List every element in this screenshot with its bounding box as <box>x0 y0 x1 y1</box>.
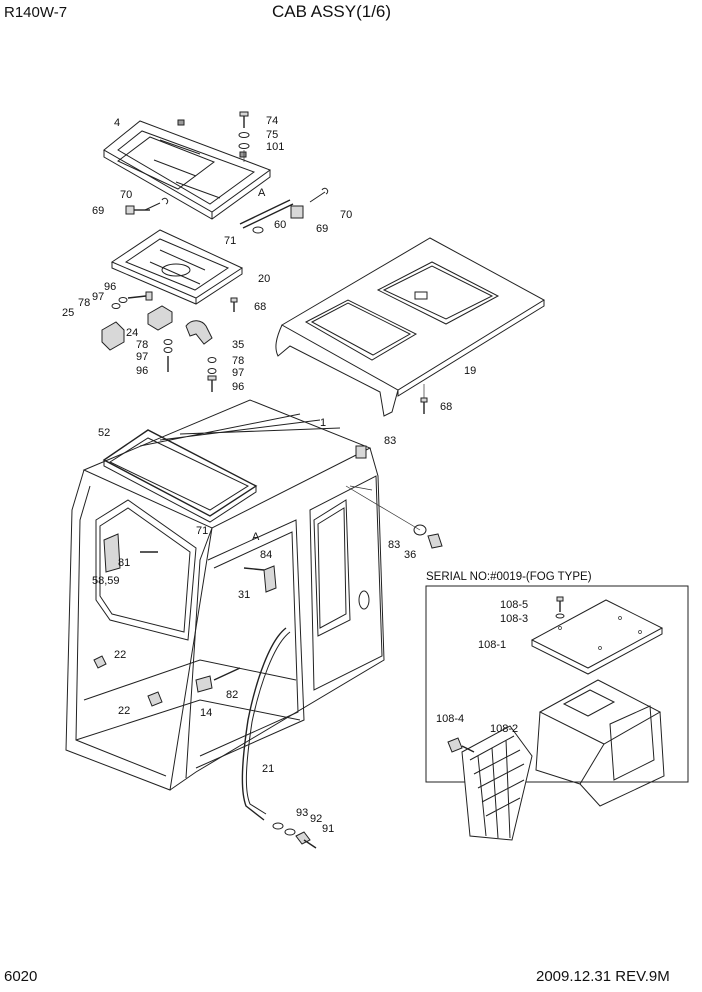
part-label-108-5: 108-5 <box>500 599 529 611</box>
part-label-35: 35 <box>232 339 245 351</box>
part-52-seal <box>102 429 258 523</box>
part-19-roof-panel <box>275 237 545 417</box>
part-label-58-59: 58,59 <box>92 575 120 587</box>
part-label-91: 91 <box>322 823 335 835</box>
part-label-78-mid: 78 <box>136 339 149 351</box>
part-1-cab-shell <box>65 399 385 791</box>
part-label-4: 4 <box>114 117 121 129</box>
part-label-81: 81 <box>118 557 131 569</box>
part-label-69-right: 69 <box>316 223 329 235</box>
part-label-83-top: 83 <box>384 435 397 447</box>
part-label-70-right: 70 <box>340 209 353 221</box>
part-label-96-right: 96 <box>232 381 245 393</box>
part-label-78-right: 78 <box>232 355 245 367</box>
part-label-71-cab: 71 <box>196 525 209 537</box>
part-label-36: 36 <box>404 549 417 561</box>
part-label-101: 101 <box>266 141 285 153</box>
part-label-78-top: 78 <box>78 297 91 309</box>
part-label-108-2: 108-2 <box>490 723 519 735</box>
part-label-25: 25 <box>62 307 75 319</box>
part-label-108-4: 108-4 <box>436 713 465 725</box>
inset-caption: SERIAL NO:#0019-(FOG TYPE) <box>426 571 592 583</box>
part-label-68-roof: 68 <box>440 401 453 413</box>
part-label-108-1: 108-1 <box>478 639 507 651</box>
latch-parts <box>101 291 428 414</box>
part-label-60: 60 <box>274 219 287 231</box>
cab-fittings <box>93 445 443 707</box>
inset-fog-type <box>425 585 689 841</box>
hinge-pin-assembly <box>125 187 329 234</box>
revision-date: 2009.12.31 REV.9M <box>536 968 670 985</box>
part-label-A-top: A <box>258 187 266 199</box>
part-label-20: 20 <box>258 273 271 285</box>
part-label-22-bottom: 22 <box>118 705 131 717</box>
part-4-hatch-cover <box>103 119 272 220</box>
part-label-71-top: 71 <box>224 235 237 247</box>
part-label-24: 24 <box>126 327 139 339</box>
part-label-97-right: 97 <box>232 367 245 379</box>
part-label-84: 84 <box>260 549 273 561</box>
part-label-68-top: 68 <box>254 301 267 313</box>
part-label-14: 14 <box>200 707 213 719</box>
part-label-92: 92 <box>310 813 323 825</box>
part-label-93: 93 <box>296 807 309 819</box>
part-label-75: 75 <box>266 129 279 141</box>
part-label-21: 21 <box>262 763 275 775</box>
part-label-1: 1 <box>320 417 327 429</box>
page-title: CAB ASSY(1/6) <box>272 2 392 21</box>
part-label-69-left: 69 <box>92 205 105 217</box>
part-label-97-top: 97 <box>92 291 105 303</box>
part-label-108-3: 108-3 <box>500 613 529 625</box>
part-label-74: 74 <box>266 115 279 127</box>
part-label-97-mid: 97 <box>136 351 149 363</box>
part-label-96-top: 96 <box>104 281 117 293</box>
part-label-96-mid: 96 <box>136 365 149 377</box>
bolt-74-stack <box>238 111 250 162</box>
part-21-handrail <box>241 627 317 849</box>
page-number: 6020 <box>4 968 38 985</box>
part-label-22-top: 22 <box>114 649 127 661</box>
part-label-A-cab: A <box>252 531 260 543</box>
part-label-70-left: 70 <box>120 189 133 201</box>
part-label-52: 52 <box>98 427 111 439</box>
part-label-31: 31 <box>238 589 251 601</box>
model-code: R140W-7 <box>4 4 68 21</box>
part-label-83-bottom: 83 <box>388 539 401 551</box>
part-label-82: 82 <box>226 689 239 701</box>
part-label-19: 19 <box>464 365 477 377</box>
part-20-frame <box>110 229 244 305</box>
